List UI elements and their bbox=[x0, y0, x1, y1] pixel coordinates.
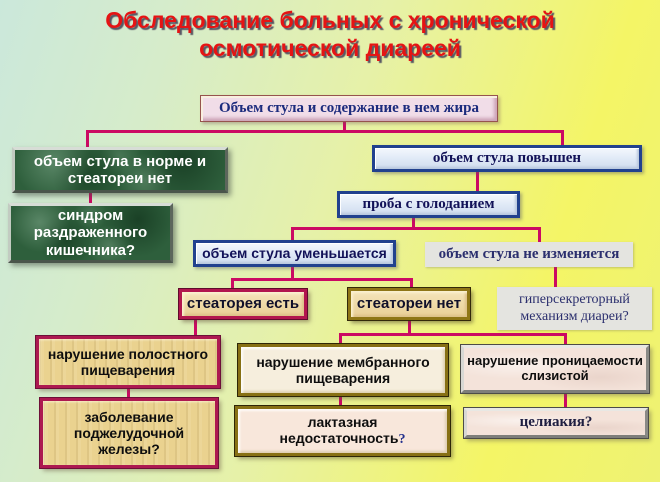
node-stool-volume-decreases: объем стула уменьшается bbox=[193, 240, 396, 267]
node-stool-volume-unchanged: объем стула не изменяется bbox=[425, 242, 633, 267]
connector-to-permeability bbox=[564, 333, 567, 346]
connector-steatno-down bbox=[408, 319, 411, 335]
node-stool-volume-normal: объем стула в норме и стеатореи нет bbox=[12, 147, 228, 193]
node-fasting-test: проба с голоданием bbox=[337, 191, 520, 218]
node-steatorrhea-absent: стеатореи нет bbox=[348, 288, 470, 320]
node-lactase-deficiency: лактазная недостаточность? bbox=[235, 406, 450, 456]
connector-to-increased bbox=[561, 130, 564, 147]
connector-to-normal bbox=[86, 130, 89, 148]
slide-title-line2: осмотической диареей bbox=[199, 35, 461, 62]
connector-membrane-lactase bbox=[339, 395, 342, 407]
slide-title-line1: Обследование больных с хронической bbox=[105, 7, 555, 33]
connector-to-membrane bbox=[339, 333, 342, 345]
connector-cavitary-pancreas bbox=[127, 387, 130, 399]
connector-to-decreases bbox=[291, 227, 294, 241]
lactase-label: лактазная недостаточность? bbox=[279, 413, 406, 447]
node-hypersecretory-mechanism: гиперсекреторный механизм диареи? bbox=[497, 287, 652, 330]
connector-unchanged-hyper bbox=[554, 266, 557, 288]
node-stool-volume-and-fat: Объем стула и содержание в нем жира bbox=[200, 95, 498, 122]
connector-to-steat-yes bbox=[231, 278, 234, 290]
node-celiac-disease: целиакия? bbox=[464, 408, 648, 438]
node-steatorrhea-present: стеаторея есть bbox=[179, 289, 307, 319]
connector-steatyes-cavitary bbox=[194, 318, 197, 337]
node-membrane-digestion-disorder: нарушение мембранного пищеварения bbox=[238, 344, 448, 396]
connector-branch1 bbox=[86, 130, 564, 133]
lactase-question-mark: ? bbox=[398, 432, 406, 447]
connector-branch4 bbox=[339, 333, 567, 336]
node-irritable-bowel-syndrome: синдром раздраженного кишечника? bbox=[8, 203, 173, 263]
connector-permeability-celiac bbox=[564, 392, 567, 409]
node-pancreas-disease: заболевание поджелудочной железы? bbox=[40, 398, 218, 468]
connector-branch2 bbox=[291, 227, 541, 230]
node-stool-volume-increased: объем стула повышен bbox=[372, 145, 642, 172]
connector-decreases-down bbox=[291, 266, 294, 280]
connector-to-steat-no bbox=[410, 278, 413, 289]
connector-fasting-down bbox=[412, 217, 415, 230]
connector-branch3 bbox=[231, 278, 413, 281]
connector-normal-ibs bbox=[89, 192, 92, 204]
slide-title: Обследование больных с хронической осмот… bbox=[0, 6, 660, 62]
node-mucosa-permeability-disorder: нарушение проницаемости слизистой bbox=[461, 345, 649, 393]
connector-to-unchanged bbox=[538, 227, 541, 243]
connector-increased-fasting bbox=[476, 171, 479, 192]
connector-root-down bbox=[343, 122, 346, 132]
node-cavitary-digestion-disorder: нарушение полостного пищеварения bbox=[36, 336, 220, 388]
